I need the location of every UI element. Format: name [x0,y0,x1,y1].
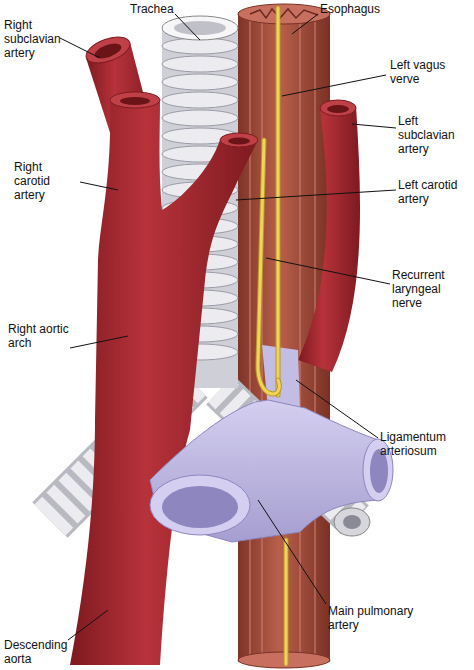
part-label: Left subclavian artery [398,114,470,156]
part-label: Left carotid artery [398,178,470,206]
part-label: Descending aorta [4,638,78,666]
part-label: Trachea [130,2,190,16]
part-label: Ligamentum arteriosum [380,430,470,458]
part-label: Right carotid artery [14,160,80,202]
part-label: Main pulmonary artery [328,604,418,632]
left-subclavian-artery [298,100,360,372]
leader-lines [60,14,396,640]
part-label: Recurrent laryngeal nerve [392,268,470,310]
part-label: Right aortic arch [8,322,70,350]
part-label: Left vagus verve [390,58,470,86]
vagus-nerve [258,8,286,664]
right-aortic-arch [70,92,258,665]
part-label: Esophagus [320,2,400,16]
part-label: Right subclavian artery [4,18,66,60]
